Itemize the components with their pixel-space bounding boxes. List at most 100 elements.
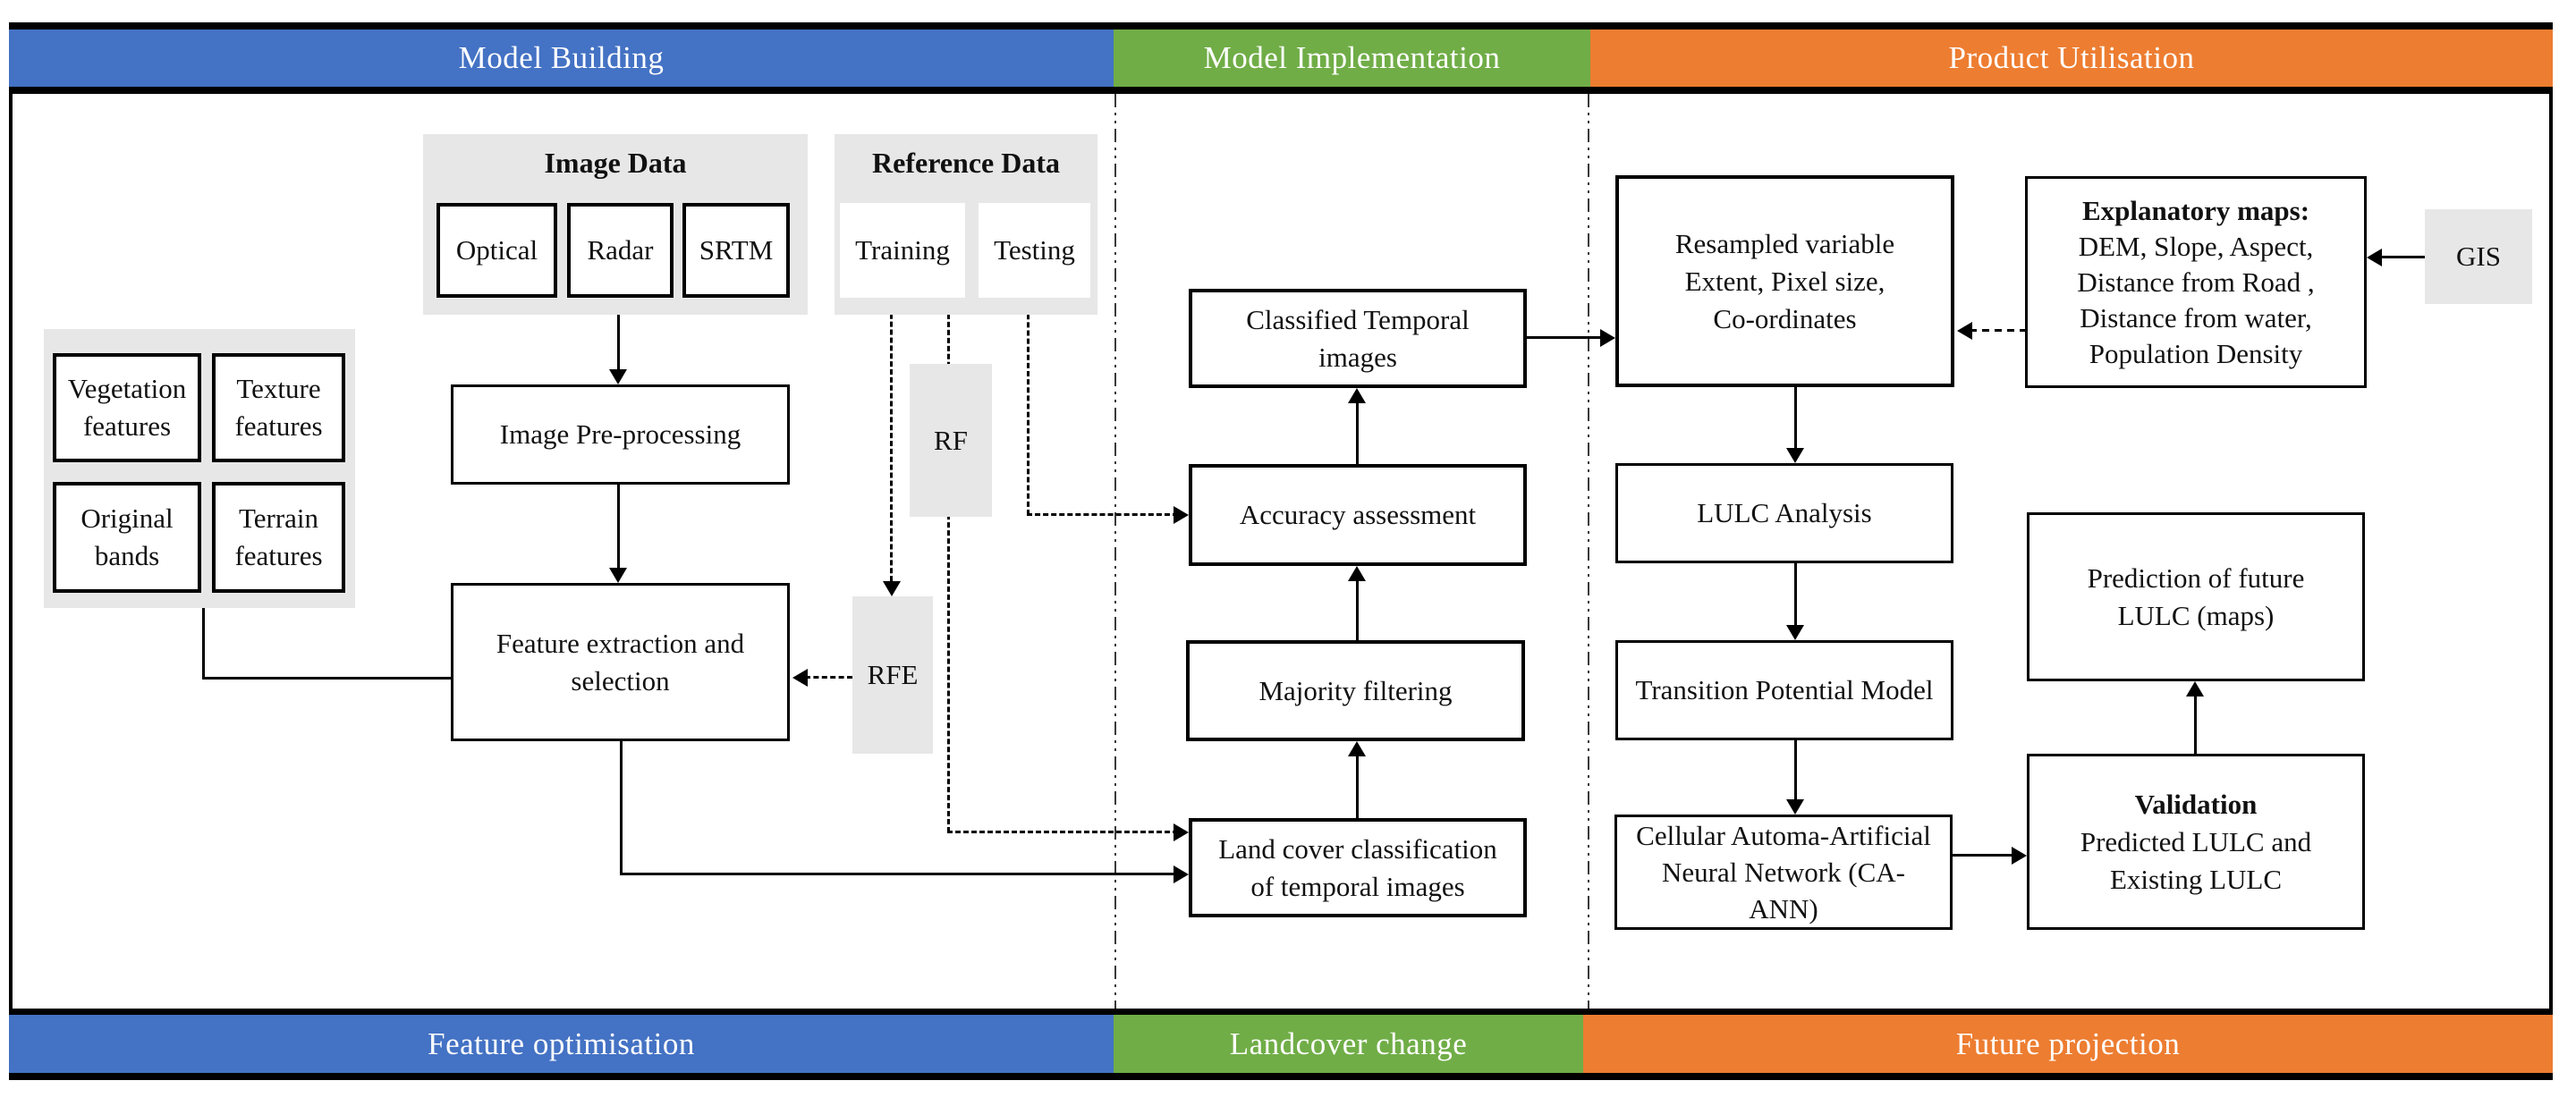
arrowhead [1174, 865, 1189, 883]
label-line: selection [571, 664, 670, 697]
connector-imagedata-preprocessing [617, 315, 620, 379]
label-line: Population Density [2089, 337, 2303, 369]
label-line: Resampled variable [1674, 227, 1895, 259]
arrowhead [1174, 823, 1189, 841]
connector-features-elbow-h [202, 677, 451, 680]
connector-features-elbow-v [202, 608, 205, 680]
accuracy-label: Accuracy assessment [1239, 499, 1477, 530]
arrowhead [609, 369, 627, 384]
vegetation-features-box: Vegetation features [53, 353, 201, 462]
footer-label: Future projection [1955, 1026, 2181, 1061]
arrowhead [1786, 625, 1804, 640]
arrowhead [2012, 847, 2027, 865]
arrowhead [1786, 799, 1804, 815]
label-line: Distance from water, [2080, 301, 2312, 333]
connector-transition-caann [1794, 740, 1797, 803]
connector-lulc-transition [1794, 563, 1797, 629]
label-line: Feature extraction and [496, 627, 745, 659]
label-line: Texture [236, 373, 321, 404]
label-line: Vegetation [67, 373, 187, 404]
diagram-frame [9, 22, 2553, 1080]
arrowhead [1348, 741, 1366, 756]
testing-label: Testing [994, 234, 1075, 266]
rfe-label: RFE [867, 659, 919, 690]
lulc-analysis-box: LULC Analysis [1615, 463, 1953, 563]
label-line: DEM, Slope, Aspect, [2078, 230, 2314, 262]
header-band: Model Building Model Implementation Prod… [9, 22, 2553, 94]
label-line: Extent, Pixel size, [1684, 265, 1885, 297]
footer-label: Landcover change [1229, 1026, 1468, 1061]
gis-label: GIS [2456, 241, 2501, 272]
header-label: Model Building [458, 40, 665, 75]
label-line: images [1318, 341, 1397, 373]
classified-temporal-box: Classified Temporal images [1189, 289, 1527, 388]
label-line: Co-ordinates [1713, 302, 1857, 334]
training-label: Training [855, 234, 950, 266]
explanatory-maps-box: Explanatory maps: DEM, Slope, Aspect, Di… [2025, 176, 2367, 388]
arrowhead [2367, 249, 2382, 266]
dashed-testing-accuracy-v [1027, 298, 1030, 515]
header-model-implementation: Model Implementation [1114, 30, 1590, 87]
connector-featureextraction-landcover-v [620, 741, 623, 875]
label-line: Explanatory maps: [2081, 194, 2310, 226]
ca-ann-box: Cellular Automa-Artificial Neural Networ… [1614, 815, 1953, 930]
arrowhead [1174, 506, 1189, 524]
optical-box: Optical [436, 203, 557, 298]
label-line: LULC (maps) [2117, 599, 2275, 631]
connector-gis-explanatory [2372, 256, 2425, 258]
connector-resampled-lulc [1794, 387, 1797, 452]
reference-data-group-title: Reference Data [872, 147, 1060, 179]
original-bands-box: Original bands [53, 482, 201, 593]
prediction-box: Prediction of future LULC (maps) [2027, 512, 2365, 681]
header-label: Model Implementation [1203, 40, 1501, 75]
connector-accuracy-classified [1356, 394, 1359, 464]
dashed-training-rfe [890, 298, 893, 589]
footer-feature-optimisation: Feature optimisation [9, 1015, 1114, 1073]
resampled-variable-box: Resampled variable Extent, Pixel size, C… [1615, 175, 1954, 387]
image-preprocessing-box: Image Pre-processing [451, 384, 790, 485]
radar-label: Radar [587, 234, 654, 266]
accuracy-assessment-box: Accuracy assessment [1189, 464, 1527, 566]
image-data-group-title: Image Data [544, 147, 687, 179]
texture-features-box: Texture features [212, 353, 345, 462]
label-line: Distance from Road , [2077, 266, 2315, 298]
rf-box: RF [910, 364, 992, 517]
image-preprocessing-label: Image Pre-processing [499, 418, 741, 450]
lulc-analysis-label: LULC Analysis [1697, 497, 1872, 528]
feature-extraction-box: Feature extraction and selection [451, 583, 790, 741]
label-line: Predicted LULC and [2080, 825, 2312, 857]
gis-box: GIS [2425, 209, 2532, 304]
section-divider-left [1114, 94, 1116, 1009]
label-line: Original [80, 502, 174, 534]
arrowhead [609, 568, 627, 583]
arrowhead [1600, 329, 1615, 347]
connector-caann-validation [1953, 854, 2015, 857]
dashed-training-landcover-h [947, 831, 1178, 833]
srtm-label: SRTM [699, 234, 774, 266]
dashed-explanatory-resampled [1970, 329, 2025, 332]
validation-box: Validation Predicted LULC and Existing L… [2027, 754, 2365, 930]
label-line: bands [94, 540, 160, 571]
label-line: of temporal images [1250, 870, 1465, 902]
header-product-utilisation: Product Utilisation [1590, 30, 2553, 87]
header-model-building: Model Building [9, 30, 1114, 87]
terrain-features-box: Terrain features [212, 482, 345, 593]
rfe-box: RFE [852, 596, 933, 754]
label-line: Cellular Automa-Artificial [1636, 820, 1931, 851]
rf-label: RF [934, 424, 968, 456]
label-line: features [234, 410, 323, 442]
arrowhead [1786, 448, 1804, 463]
footer-label: Feature optimisation [428, 1026, 695, 1061]
testing-box: Testing [979, 203, 1090, 298]
arrowhead [2186, 681, 2204, 697]
label-line: Classified Temporal [1246, 303, 1470, 335]
arrowhead [792, 669, 808, 687]
arrowhead [1348, 388, 1366, 403]
footer-future-projection: Future projection [1583, 1015, 2553, 1073]
header-label: Product Utilisation [1948, 40, 2195, 75]
training-box: Training [840, 203, 965, 298]
dashed-testing-accuracy-h [1027, 513, 1178, 516]
label-line: Validation [2134, 788, 2258, 820]
connector-classified-resampled [1527, 336, 1604, 339]
